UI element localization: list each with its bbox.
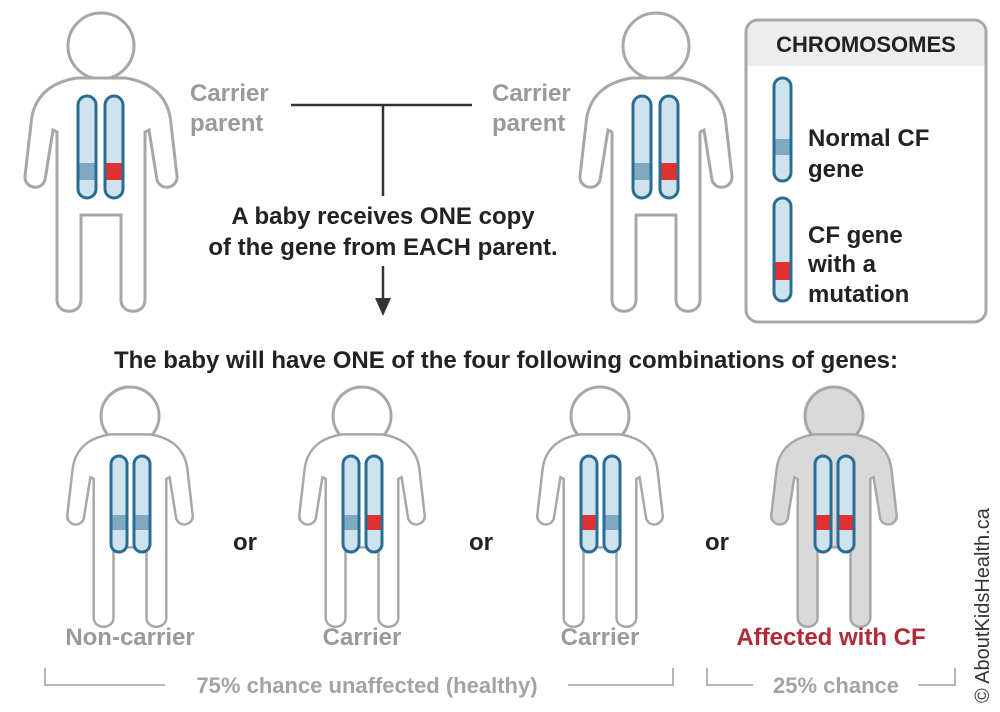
outcome-label-affected: Affected with CF — [736, 624, 925, 651]
mutation-band — [661, 163, 677, 180]
right-parent-head — [621, 11, 691, 81]
legend-normal-line2: gene — [808, 156, 864, 183]
left-parent-label-line1: Carrier — [190, 80, 269, 107]
outcome-label-carrier-1: Carrier — [323, 624, 402, 651]
left-parent-figure — [23, 11, 179, 313]
chromosome-legend: CHROMOSOMES Normal CF gene CF gene with … — [744, 18, 988, 324]
outcome-non-carrier — [66, 385, 194, 629]
normal-band — [634, 163, 650, 180]
chance-unaffected: 75% chance unaffected (healthy) — [196, 673, 537, 698]
outcome-body — [298, 433, 426, 629]
outcome-body — [66, 433, 194, 629]
left-parent-head — [66, 11, 136, 81]
outcome-chromosome-left — [813, 454, 833, 554]
legend-header-bg — [747, 21, 985, 66]
legend-mutation-line2: with a — [807, 251, 877, 278]
normal-band — [344, 515, 358, 530]
outcome-carrier-1 — [298, 385, 426, 629]
mutation-band — [582, 515, 596, 530]
mutation-band — [816, 515, 830, 530]
right-parent-chromosome-left — [631, 94, 653, 200]
outcome-chromosome-left — [109, 454, 129, 554]
right-parent-label-line2: parent — [492, 110, 565, 137]
legend-mutation-line3: mutation — [808, 281, 909, 308]
normal-band — [79, 163, 95, 180]
or-connector-3: or — [705, 529, 729, 556]
combinations-heading: The baby will have ONE of the four follo… — [114, 347, 898, 374]
parents-connector — [291, 103, 472, 300]
outcome-carrier-2 — [536, 385, 664, 629]
outcome-chromosome-left — [341, 454, 361, 554]
outcome-chromosome-right — [836, 454, 856, 554]
normal-band — [112, 515, 126, 530]
outcome-chromosome-left — [579, 454, 599, 554]
outcome-label-non-carrier: Non-carrier — [65, 624, 194, 651]
outcome-chromosome-right — [132, 454, 152, 554]
inheritance-note-line1: A baby receives ONE copy — [231, 203, 535, 230]
left-parent-body — [23, 76, 179, 313]
outcome-body — [536, 433, 664, 629]
affected-bracket — [706, 668, 956, 686]
normal-band — [605, 515, 619, 530]
outcome-chromosome-right — [364, 454, 384, 554]
mutation-band — [839, 515, 853, 530]
outcome-affected — [770, 385, 898, 629]
legend-normal-chromosome — [772, 76, 793, 183]
normal-band — [135, 515, 149, 530]
right-parent-chromosome-right — [658, 94, 680, 200]
or-connector-2: or — [469, 529, 493, 556]
outcome-label-carrier-2: Carrier — [561, 624, 640, 651]
mutation-band — [106, 163, 122, 180]
unaffected-bracket — [44, 668, 674, 686]
or-connector-1: or — [233, 529, 257, 556]
legend-title: CHROMOSOMES — [776, 32, 956, 57]
left-parent-chromosome-left — [76, 94, 98, 200]
mutation-band — [367, 515, 381, 530]
legend-mutation-line1: CF gene — [808, 222, 903, 249]
right-parent-label-line1: Carrier — [492, 80, 571, 107]
outcome-body — [770, 433, 898, 629]
outcome-chromosome-right — [602, 454, 622, 554]
mutation-band — [775, 262, 790, 280]
right-parent-body — [578, 76, 734, 313]
right-parent-figure — [578, 11, 734, 313]
left-parent-chromosome-right — [103, 94, 125, 200]
legend-normal-line1: Normal CF — [808, 125, 929, 152]
down-arrow-icon — [375, 298, 391, 316]
chance-affected: 25% chance — [773, 673, 899, 698]
left-parent-label-line2: parent — [190, 110, 263, 137]
normal-band — [775, 139, 790, 155]
copyright-notice: © AboutKidsHealth.ca — [972, 507, 994, 703]
inheritance-note-line2: of the gene from EACH parent. — [208, 234, 557, 261]
legend-mutation-chromosome — [772, 196, 793, 303]
